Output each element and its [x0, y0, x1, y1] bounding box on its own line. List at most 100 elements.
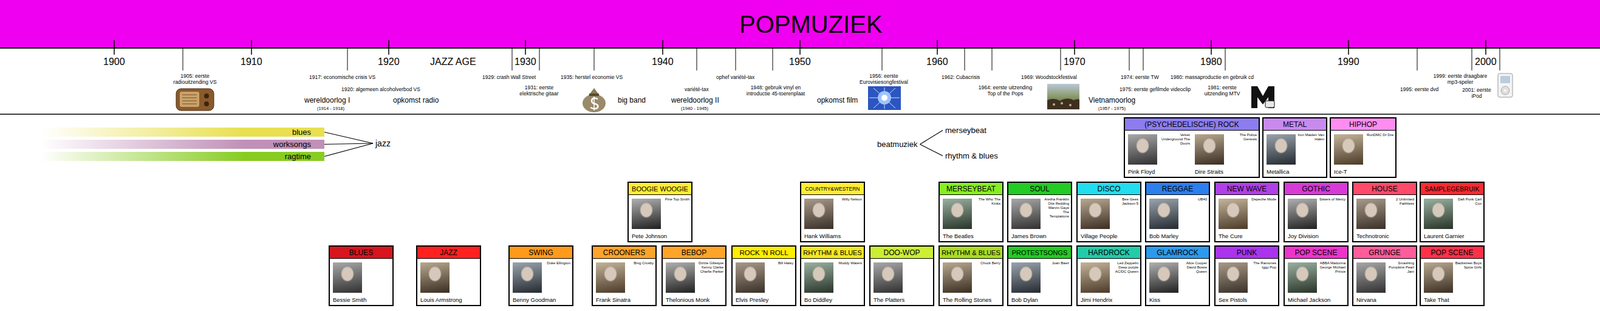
genre-box: REGGAEUB40Bob Marley: [1145, 181, 1211, 243]
main-artist: Take That: [1423, 296, 1450, 304]
year-label: 1920: [377, 56, 400, 68]
genre-header: HOUSE: [1353, 182, 1416, 195]
year-label: 1910: [240, 56, 263, 68]
event-label: (1940 - 1945): [680, 106, 709, 112]
genre-name: DISCO: [1097, 184, 1121, 194]
year-label: 1970: [1063, 56, 1086, 68]
genre-name: GRUNGE: [1368, 248, 1401, 257]
genre-name: HIPHOP: [1349, 120, 1378, 129]
main-artist: Bob Dylan: [1011, 296, 1039, 304]
artist-photo: [1149, 198, 1179, 230]
main-artist: Frank Sinatra: [595, 296, 631, 304]
genre-header: JAZZ: [417, 246, 480, 259]
genre-name: GOTHIC: [1301, 184, 1331, 194]
event-label: 1999: eerste draagbare mp3-speler: [1428, 73, 1492, 86]
artist-list: Bill Haley: [766, 261, 794, 266]
genre-header: GLAMROCK: [1146, 246, 1209, 259]
artist-photo: [512, 262, 542, 293]
genre-header: DISCO: [1077, 182, 1141, 195]
main-artist: Dire Straits: [1194, 168, 1224, 175]
genre-header: HIPHOP: [1330, 118, 1396, 131]
genre-name: NEW WAVE: [1227, 184, 1267, 194]
artist-list: The Ramones Iggy Pop: [1249, 261, 1277, 270]
genre-label: jazz: [372, 137, 394, 149]
artist-list: The Who The Kinks: [973, 197, 1001, 206]
main-artist: Kiss: [1149, 296, 1161, 304]
artist-photo: [1356, 198, 1386, 230]
year-label: 1940: [651, 56, 674, 68]
event-label: 1975: eerste gefilmde videoclip: [1119, 86, 1191, 93]
artist-photo: [1194, 134, 1224, 165]
genre-header: CROONERS: [592, 246, 656, 259]
event-label: 1974: eerste TW: [1120, 74, 1159, 81]
artist-photo: [1287, 198, 1317, 230]
branch-line: [919, 144, 943, 157]
year-label: 1960: [926, 56, 949, 68]
main-artist: James Brown: [1011, 232, 1047, 240]
genre-name: BEBOP: [681, 248, 707, 257]
branch-line: [324, 143, 373, 157]
artist-photo: [420, 262, 450, 293]
artist-photo: [1333, 134, 1364, 165]
artist-list: Bing Crosby: [626, 261, 654, 266]
genre-name: RHYTHM & BLUES: [941, 249, 1001, 257]
genre-band: blues: [40, 127, 325, 137]
artist-list: Daft Punk Carl Cox: [1454, 197, 1482, 206]
genre-header: MERSEYBEAT: [939, 182, 1003, 195]
event-label: JAZZ AGE: [430, 56, 477, 68]
genre-header: SWING: [509, 246, 573, 259]
branch-line: [324, 143, 373, 145]
event-label: 1995: eerste dvd: [1400, 86, 1439, 93]
main-artist: Joy Division: [1287, 232, 1319, 240]
artist-photo: [873, 262, 903, 293]
genre-box: RHYTHM & BLUESChuck BerryThe Rolling Sto…: [938, 245, 1004, 307]
genre-name: CROONERS: [603, 248, 646, 257]
event-label: 1981: eerste uitzending MTV: [1197, 85, 1247, 98]
genre-text: merseybeat: [945, 125, 987, 135]
event-label: 1956: eerste Eurovisiesongfestival: [853, 73, 915, 86]
genre-name: HOUSE: [1371, 184, 1398, 194]
artist-photo: [1011, 262, 1041, 293]
genre-name: (PSYCHEDELISCHE) ROCK: [1144, 120, 1239, 129]
genre-header: POP SCENE: [1284, 246, 1348, 259]
genre-header: NEW WAVE: [1215, 182, 1279, 195]
genre-header: (PSYCHEDELISCHE) ROCK: [1124, 118, 1259, 131]
event-label: (1914 - 1918): [317, 106, 345, 112]
main-artist: The Rolling Stones: [942, 296, 992, 304]
year-ticks: [114, 40, 1486, 55]
genre-header: ROCK 'N ROLL: [732, 246, 796, 259]
main-artist: Bo Diddley: [804, 296, 833, 304]
main-artist: Sex Pistols: [1218, 296, 1248, 304]
artist-list: RunDMC Dr Dre: [1364, 133, 1394, 138]
artist-list: Led Zeppelin Deep purple AC/DC Queen: [1111, 261, 1139, 274]
main-artist: Metallica: [1266, 168, 1290, 175]
artist-list: Willy Nelson: [835, 197, 862, 202]
main-artist: Nirvana: [1356, 296, 1377, 304]
artist-list: ABBA Madonna George Michael Prince: [1318, 261, 1346, 274]
genre-name: PUNK: [1236, 248, 1257, 257]
event-label: 1969: Woodstockfestival: [1021, 74, 1077, 81]
main-artist: The Cure: [1218, 232, 1243, 240]
genre-box: HARDROCKLed Zeppelin Deep purple AC/DC Q…: [1076, 245, 1142, 307]
genre-header: RHYTHM & BLUES: [801, 246, 864, 259]
event-label: opkomst radio: [393, 96, 439, 106]
genre-box: RHYTHM & BLUESMuddy WatersBo Diddley: [800, 245, 865, 307]
artist-photo: [1011, 198, 1041, 230]
event-label: 1905: eerste radiouitzending VS: [167, 73, 223, 86]
artist-list: Aretha Franklin Otis Redding Marvin Gaye…: [1042, 197, 1070, 219]
artist-list: Iron Maiden Van Halen: [1297, 133, 1325, 142]
genre-box: SOULAretha Franklin Otis Redding Marvin …: [1007, 181, 1073, 243]
artist-photo: [595, 262, 626, 293]
genre-name: ROCK 'N ROLL: [739, 249, 788, 257]
artist-list: UB40: [1180, 197, 1207, 202]
radio-picture: [176, 88, 214, 111]
genre-text: beatmuziek: [877, 139, 918, 149]
artist-photo: [1218, 198, 1248, 230]
artist-list: Pine Top Smith: [662, 197, 690, 202]
event-label: wereldoorlog II: [671, 96, 720, 106]
genre-header: SAMPLEGEBRUIK: [1420, 182, 1484, 195]
mtv-logo: [1251, 86, 1275, 109]
genre-box: HIPHOPRunDMC Dr DreIce-T: [1329, 117, 1397, 178]
eurovision-picture: [868, 86, 901, 110]
genre-box: POP SCENEBackstreet Boys Spice GirlsTake…: [1419, 245, 1485, 307]
